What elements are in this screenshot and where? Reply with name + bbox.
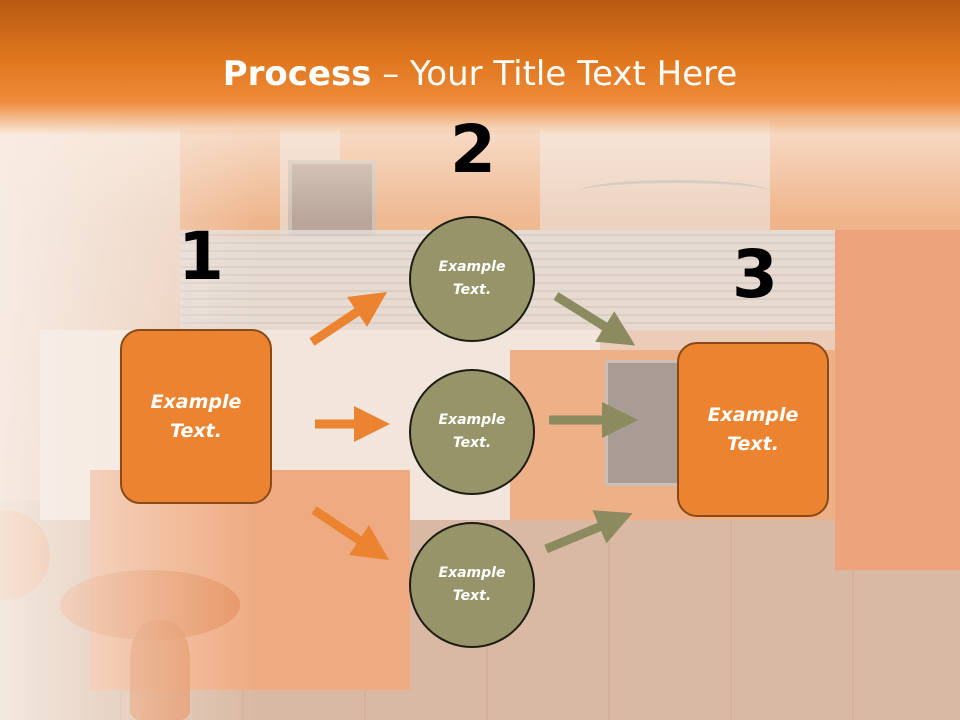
background-fridge xyxy=(835,230,960,570)
arrow-icon xyxy=(311,506,389,560)
title-banner xyxy=(0,0,960,135)
step-number-3: 3 xyxy=(732,236,778,313)
slide-title: Process – Your Title Text Here xyxy=(0,52,960,96)
step-1-box[interactable]: Example Text. xyxy=(120,329,272,504)
circle-top-text: Example Text. xyxy=(438,259,506,298)
circle-bottom-text: Example Text. xyxy=(438,565,506,604)
step-2-circle-bottom[interactable]: Example Text. xyxy=(409,522,535,648)
title-rest: – Your Title Text Here xyxy=(371,54,738,94)
step-3-box[interactable]: Example Text. xyxy=(677,342,829,517)
step-3-text: Example Text. xyxy=(707,403,799,455)
step-number-1: 1 xyxy=(178,218,224,295)
step-number-2: 2 xyxy=(450,111,496,188)
arrow-icon xyxy=(544,510,633,554)
step-2-circle-middle[interactable]: Example Text. xyxy=(409,369,535,495)
arrow-icon xyxy=(553,292,636,346)
arrow-icon xyxy=(309,292,387,346)
step-2-circle-top[interactable]: Example Text. xyxy=(409,216,535,342)
step-1-text: Example Text. xyxy=(150,390,242,442)
title-bold: Process xyxy=(222,54,372,94)
circle-middle-text: Example Text. xyxy=(438,412,506,451)
